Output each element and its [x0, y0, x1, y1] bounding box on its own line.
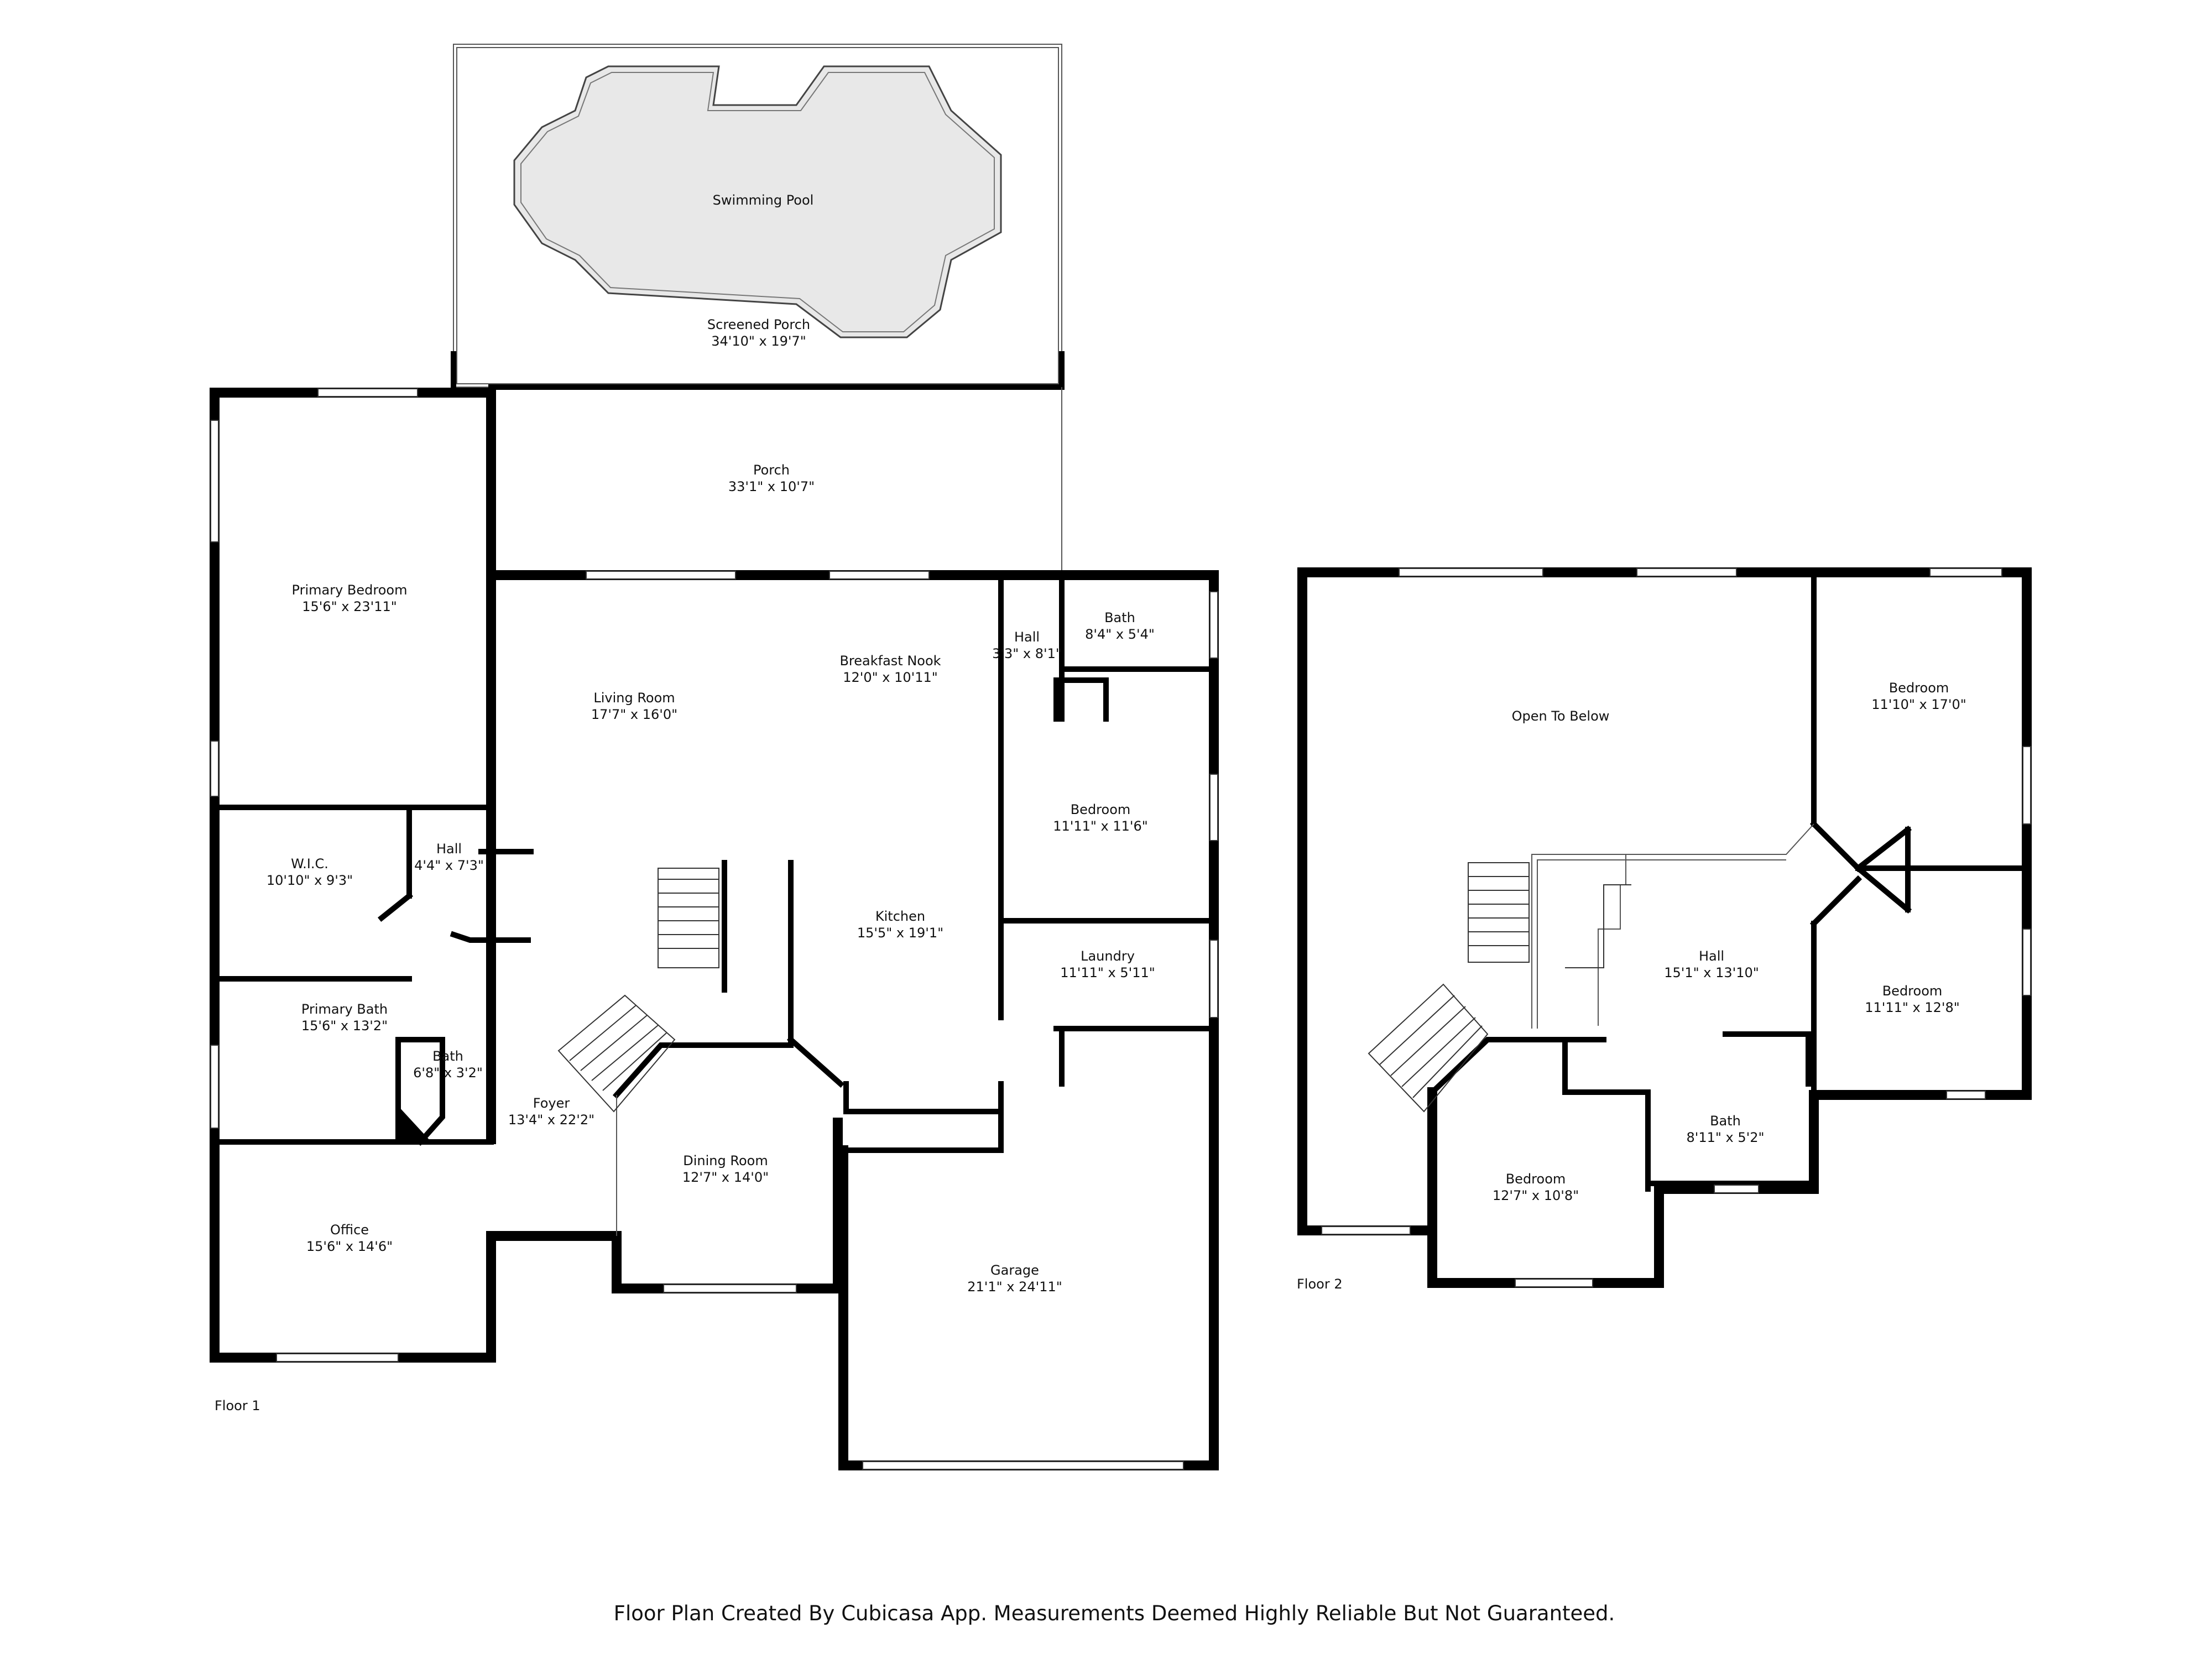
svg-text:Open To Below: Open To Below: [1512, 708, 1610, 724]
svg-text:21'1" x 24'11": 21'1" x 24'11": [967, 1279, 1062, 1295]
svg-text:Hall: Hall: [1699, 948, 1724, 964]
disclaimer-text: Floor Plan Created By Cubicasa App. Meas…: [614, 1601, 1615, 1625]
svg-text:11'11" x 12'8": 11'11" x 12'8": [1865, 1000, 1960, 1015]
floor-2-stairs: [1368, 862, 1631, 1113]
svg-text:Hall: Hall: [436, 841, 462, 857]
room-label-dining-room: Dining Room 12'7" x 14'0": [682, 1153, 769, 1185]
svg-text:Kitchen: Kitchen: [875, 909, 925, 924]
svg-text:Bath: Bath: [432, 1048, 463, 1064]
svg-text:11'11" x 11'6": 11'11" x 11'6": [1053, 818, 1148, 834]
floor-2-interior-walls: [1428, 570, 2030, 1192]
svg-text:12'0" x 10'11": 12'0" x 10'11": [843, 670, 938, 685]
svg-text:Swimming Pool: Swimming Pool: [713, 192, 814, 208]
svg-text:Bedroom: Bedroom: [1071, 802, 1131, 817]
svg-text:33'1" x 10'7": 33'1" x 10'7": [728, 479, 815, 494]
svg-text:Garage: Garage: [990, 1262, 1039, 1278]
svg-text:15'6" x 14'6": 15'6" x 14'6": [306, 1239, 393, 1254]
svg-text:Dining Room: Dining Room: [683, 1153, 768, 1168]
floor-1-exterior-walls: [210, 384, 1219, 1470]
svg-text:6'8" x 3'2": 6'8" x 3'2": [413, 1065, 483, 1081]
svg-text:8'4" x 5'4": 8'4" x 5'4": [1085, 627, 1155, 642]
svg-text:Living Room: Living Room: [593, 690, 675, 706]
svg-text:15'6" x 13'2": 15'6" x 13'2": [301, 1018, 388, 1034]
svg-text:Primary Bath: Primary Bath: [301, 1001, 388, 1017]
room-label-wic: W.I.C.10'10" x 9'3": [267, 856, 353, 888]
svg-text:3'3" x 8'1": 3'3" x 8'1": [992, 646, 1062, 661]
floor-2-label: Floor 2: [1297, 1276, 1343, 1292]
svg-text:Bedroom: Bedroom: [1889, 680, 1949, 696]
svg-text:4'4" x 7'3": 4'4" x 7'3": [414, 858, 484, 873]
svg-text:8'11" x 5'2": 8'11" x 5'2": [1686, 1130, 1764, 1145]
svg-text:15'1" x 13'10": 15'1" x 13'10": [1664, 965, 1759, 980]
swimming-pool-shape: [513, 65, 1002, 338]
room-label-open-to-below: Open To Below: [1512, 708, 1610, 724]
svg-text:10'10" x 9'3": 10'10" x 9'3": [267, 873, 353, 888]
svg-text:12'7" x 14'0": 12'7" x 14'0": [682, 1170, 769, 1185]
svg-text:Bedroom: Bedroom: [1882, 983, 1943, 999]
svg-text:Screened Porch: Screened Porch: [707, 317, 810, 332]
room-label-swimming-pool: Swimming Pool: [713, 192, 814, 208]
floor-1-stairs: [557, 868, 719, 1113]
svg-text:Bath: Bath: [1710, 1113, 1741, 1129]
floor-2-windows: [1321, 568, 2031, 1287]
svg-text:13'4" x 22'2": 13'4" x 22'2": [508, 1112, 594, 1128]
svg-text:12'7" x 10'8": 12'7" x 10'8": [1493, 1188, 1579, 1203]
svg-text:Breakfast Nook: Breakfast Nook: [839, 653, 941, 669]
floor-1-interior-walls: [212, 572, 1217, 1236]
svg-text:Office: Office: [330, 1222, 369, 1238]
floor-2-exterior-walls: [1297, 567, 2032, 1288]
floor-1-windows: [210, 388, 1218, 1470]
svg-text:17'7" x 16'0": 17'7" x 16'0": [591, 707, 677, 722]
svg-text:15'6" x 23'11": 15'6" x 23'11": [302, 599, 397, 614]
svg-text:Primary Bedroom: Primary Bedroom: [292, 582, 408, 598]
svg-text:Bedroom: Bedroom: [1506, 1171, 1566, 1187]
svg-text:15'5" x 19'1": 15'5" x 19'1": [857, 925, 943, 941]
svg-text:11'10" x 17'0": 11'10" x 17'0": [1871, 697, 1966, 712]
svg-text:Foyer: Foyer: [533, 1095, 570, 1111]
svg-text:11'11" x 5'11": 11'11" x 5'11": [1060, 965, 1155, 980]
room-label-bath-1: Bath 8'4" x 5'4": [1085, 610, 1155, 642]
floor-1-label: Floor 1: [215, 1398, 260, 1413]
svg-text:W.I.C.: W.I.C.: [291, 856, 328, 872]
svg-text:Porch: Porch: [753, 462, 790, 478]
svg-text:Bath: Bath: [1104, 610, 1135, 625]
svg-text:Laundry: Laundry: [1081, 948, 1135, 964]
svg-text:Hall: Hall: [1014, 629, 1040, 645]
svg-text:34'10" x 19'7": 34'10" x 19'7": [711, 333, 806, 349]
